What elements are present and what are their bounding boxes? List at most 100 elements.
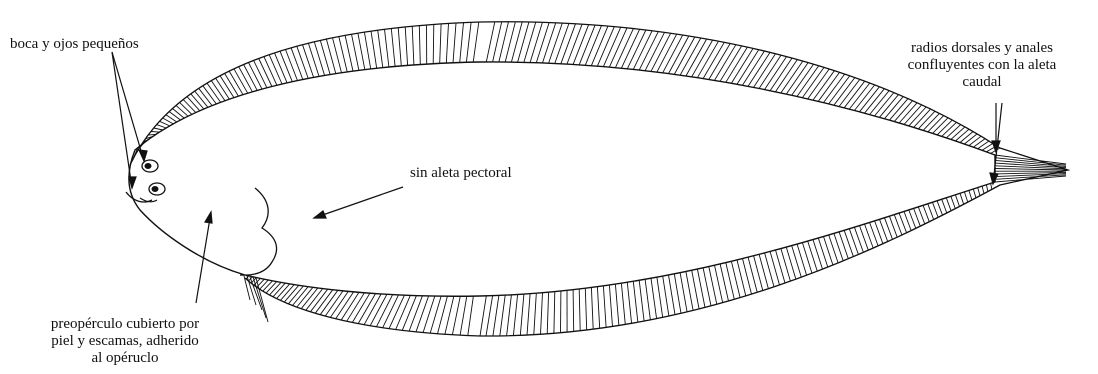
anal-fin-ray — [423, 296, 435, 332]
anal-fin-ray — [697, 269, 705, 307]
dorsal-fin-ray — [220, 76, 234, 98]
anal-fin-ray — [266, 282, 277, 294]
anal-fin-ray — [765, 253, 774, 287]
dorsal-fin-ray — [663, 35, 683, 73]
dorsal-fin-ray — [731, 48, 753, 83]
anal-fin-ray — [829, 235, 838, 263]
anal-fin-ray — [633, 281, 638, 322]
dorsal-fin-ray — [371, 31, 377, 68]
anal-fin-ray — [839, 232, 848, 259]
dorsal-fin-ray — [579, 25, 595, 65]
anal-fin-ray — [409, 296, 422, 331]
dorsal-fin-ray — [770, 58, 792, 91]
dorsal-fin-ray — [446, 24, 448, 64]
anal-fin-ray — [978, 188, 980, 196]
anal-fin-ray — [854, 227, 863, 252]
dorsal-fin-ray — [239, 67, 253, 92]
dorsal-fin-ray — [776, 60, 798, 92]
eye-upper — [142, 160, 158, 172]
anal-fin-ray — [627, 282, 631, 323]
dorsal-fin-ray — [829, 76, 850, 104]
anal-fin-ray — [460, 296, 467, 335]
anal-fin-ray — [383, 295, 399, 328]
label-dorsal-anal-rays: radios dorsales y anales confluyentes co… — [882, 40, 1082, 91]
dorsal-fin-ray — [249, 63, 263, 90]
dorsal-fin-ray — [225, 73, 239, 96]
anal-fin-ray — [591, 288, 593, 330]
dorsal-fin-ray — [697, 41, 718, 77]
dorsal-fin-ray — [754, 54, 776, 88]
dorsal-fin-ray — [211, 81, 225, 101]
anal-fin-ray — [770, 252, 779, 285]
dorsal-fin-ray — [937, 120, 952, 135]
anal-fin-ray — [452, 296, 460, 335]
dorsal-fin-ray — [709, 44, 730, 80]
dorsal-fin-ray — [151, 132, 160, 133]
anal-fin-ray — [402, 296, 416, 331]
dorsal-fin-ray — [244, 65, 258, 91]
anal-fin-ray — [597, 287, 599, 329]
anal-fin-ray — [389, 295, 404, 328]
anal-fin-ray — [960, 193, 964, 204]
anal-fin-ray — [797, 244, 807, 275]
dorsal-fin-ray — [187, 97, 200, 111]
anal-fin-ray — [416, 296, 429, 332]
anal-fin-ray — [703, 268, 711, 306]
dorsal-fin-ray — [849, 83, 869, 109]
dorsal-fin-ray — [419, 26, 420, 65]
anal-fin-ray — [818, 238, 828, 267]
anal-fin-ray — [493, 295, 499, 336]
anal-fin-ray — [844, 230, 853, 256]
dorsal-fin-ray — [524, 22, 536, 62]
dorsal-fin-ray — [686, 39, 707, 76]
dorsal-fin-ray — [946, 125, 960, 138]
dorsal-fin-ray — [561, 24, 576, 64]
dorsal-fin-ray — [234, 69, 248, 93]
dorsal-fin-ray — [207, 83, 221, 102]
anal-fin-ray — [520, 294, 524, 335]
anal-fin-ray — [686, 272, 693, 311]
dorsal-fin-ray — [813, 71, 834, 100]
anal-fin-ray — [396, 295, 411, 329]
dorsal-fin-ray — [860, 87, 880, 112]
anal-fin-ray — [808, 241, 818, 271]
dorsal-fin-ray — [297, 46, 308, 78]
eye-lower — [149, 183, 165, 195]
dorsal-fin-ray — [453, 23, 456, 63]
dorsal-fin-ray — [530, 22, 542, 62]
dorsal-fin-ray — [834, 78, 855, 106]
dorsal-fin-ray — [573, 25, 589, 65]
anal-fin-ray — [909, 210, 916, 228]
operculum-curve — [240, 188, 277, 275]
anal-fin-ray — [849, 229, 858, 255]
anal-fin-ray — [651, 278, 657, 318]
dorsal-fin-ray — [269, 55, 282, 84]
dorsal-fin-ray — [169, 112, 180, 120]
anal-fin-ray — [573, 290, 574, 332]
dorsal-fin-ray — [928, 116, 944, 132]
anal-fin-ray — [541, 293, 543, 335]
dorsal-fin-ray — [180, 102, 192, 114]
anal-fin-ray — [527, 294, 530, 335]
dorsal-fin-ray — [195, 91, 208, 107]
dorsal-fin-ray — [518, 22, 529, 62]
dorsal-fin-ray — [440, 24, 441, 64]
dorsal-fin-ray — [473, 22, 479, 62]
dorsal-fin-ray — [191, 94, 204, 109]
anal-fin-ray — [270, 282, 282, 295]
anal-fin-ray — [480, 296, 486, 336]
anal-fin-ray — [692, 270, 699, 309]
dorsal-fin-ray — [955, 129, 969, 141]
anal-fin-ray — [468, 296, 474, 335]
dorsal-fin-ray — [748, 52, 770, 86]
dorsal-fin-ray — [549, 23, 563, 63]
anal-fin-ray — [507, 295, 512, 336]
anal-fin-ray — [500, 295, 505, 336]
dorsal-fin-ray — [786, 63, 808, 95]
dorsal-fin-ray — [173, 109, 185, 119]
dorsal-fin-ray — [703, 42, 724, 78]
label-mouth-eyes: boca y ojos pequeños — [10, 36, 139, 53]
dorsal-fin-ray — [320, 40, 330, 74]
anal-fin-ray — [914, 208, 921, 226]
dorsal-fin-ray — [275, 53, 288, 83]
